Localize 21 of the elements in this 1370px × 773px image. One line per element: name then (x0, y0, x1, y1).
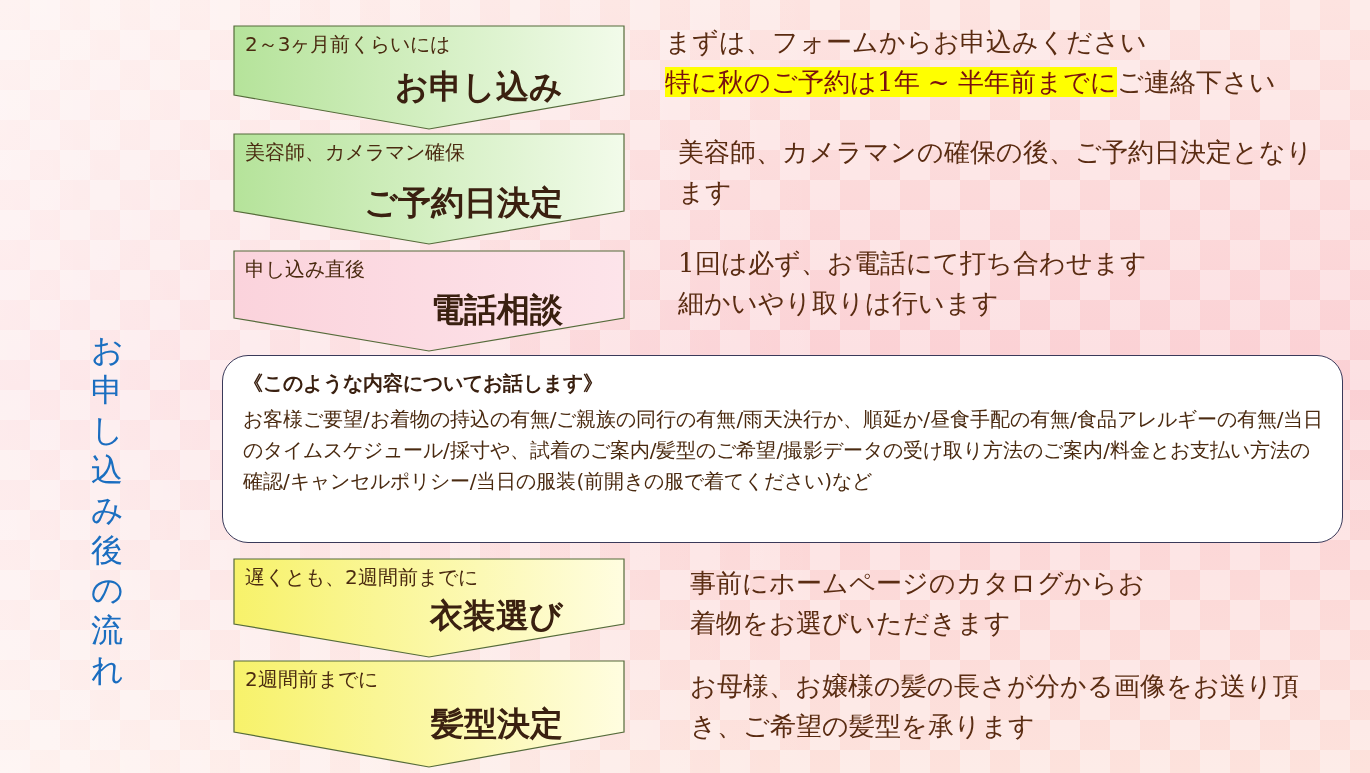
step-description: 美容師、カメラマンの確保の後、ご予約日決定となります (678, 136, 1314, 209)
step-timing: 2週間前までに (245, 666, 378, 693)
step-timing: 2～3ヶ月前くらいには (245, 31, 451, 58)
topic-list: お客様ご要望/お着物の持込の有無/ご親族の同行の有無/雨天決行か、順延か/昼食手配の有無/食品アレルギーの有無/当日のタイムスケジュール/採寸や、試着のご案内/髪型のご希望/撮影データの受け取り方法のご案内/料金とお支払い方法の確認/キャンセルポリシー/当日の服装(前開きの服で着てください)など (243, 404, 1328, 497)
step-description: まずは、フォームからお申込みください (665, 26, 1148, 59)
step-title: ご予約日決定 (363, 182, 563, 224)
topic-box (222, 355, 1343, 543)
step-timing: 遅くとも、2週間前までに (245, 564, 478, 591)
step-timing: 美容師、カメラマン確保 (245, 139, 465, 166)
step-description: 事前にホームページのカタログからお着物をお選びいただきます (690, 567, 1146, 640)
step-description: 1回は必ず、お電話にて打ち合わせます (678, 247, 1148, 280)
step-description: お母様、お嬢様の髪の長さが分かる画像をお送り頂き、ご希望の髪型を承ります (690, 670, 1300, 743)
step-description: 特に秋のご予約は1年 ~ 半年前までにご連絡下さい (665, 66, 1277, 99)
step-title: 電話相談 (430, 289, 563, 331)
vertical-title: お申し込み後の流れ (90, 330, 124, 690)
step-timing: 申し込み直後 (245, 256, 365, 283)
step-description: 細かいやり取りは行います (678, 287, 1000, 320)
box-heading: 《このような内容についてお話します》 (243, 370, 603, 397)
step-title: 衣装選び (428, 595, 563, 637)
step-title: 髪型決定 (430, 703, 563, 745)
step-title: お申し込み (394, 66, 563, 108)
